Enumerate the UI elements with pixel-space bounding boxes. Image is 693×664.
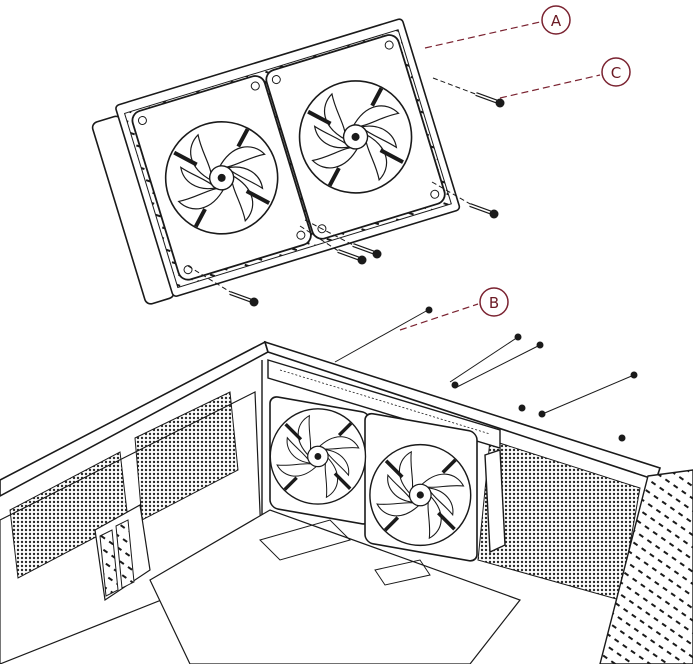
callout-a-label: A (551, 12, 562, 30)
case-floor (149, 509, 521, 664)
callout-c: C (499, 57, 631, 99)
callout-b-label: B (489, 294, 499, 312)
callout-c-label: C (611, 64, 621, 82)
case-side-mesh (134, 391, 239, 521)
case-front-panel (599, 469, 693, 664)
callout-a: A (424, 5, 571, 49)
computer-case (0, 340, 693, 664)
expansion-slots (94, 504, 151, 602)
installed-fans (268, 396, 478, 562)
fan-screws (187, 77, 507, 309)
top-screws (334, 306, 638, 442)
callout-b: B (399, 287, 509, 331)
radiator-assembly (91, 18, 461, 305)
